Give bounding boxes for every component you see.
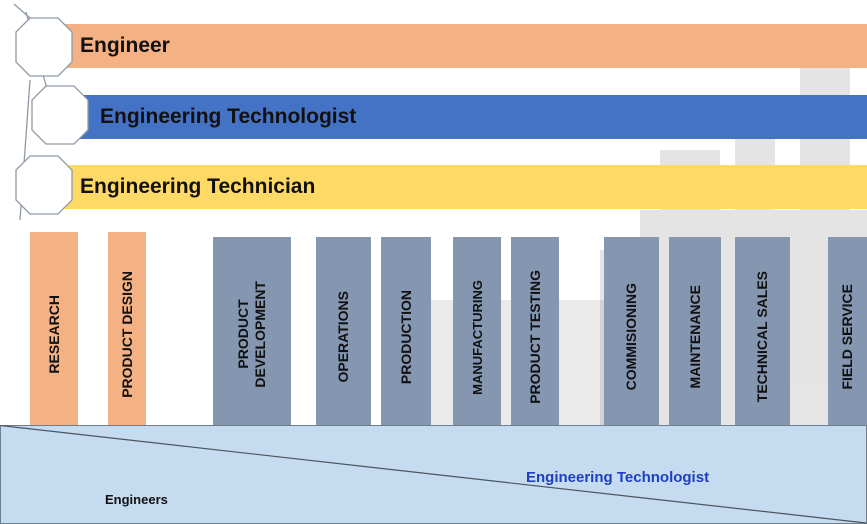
column-production-label: PRODUCTION xyxy=(397,289,414,385)
column-operations-label: OPERATIONS xyxy=(335,291,351,383)
column-manufacturing-label: MANUFACTURING xyxy=(469,279,485,395)
octagon-chain-icon xyxy=(13,3,89,221)
column-research-label: RESEARCH xyxy=(45,295,62,374)
column-maintenance: MAINTENANCE xyxy=(669,237,721,437)
column-product-testing-label: PRODUCT TESTING xyxy=(526,270,543,404)
transition-wedge xyxy=(0,425,867,524)
column-field-service: FIELD SERVICE xyxy=(828,237,867,437)
column-field-service-label: FIELD SERVICE xyxy=(839,284,855,390)
band-engineering-technologist: Engineering Technologist xyxy=(80,95,867,139)
band-engineering-technician: Engineering Technician xyxy=(60,165,867,209)
column-commisioning-label: COMMISIONING xyxy=(623,283,639,391)
column-maintenance-label: MAINTENANCE xyxy=(686,285,703,389)
column-product-development: PRODUCT DEVELOPMENT xyxy=(213,237,291,432)
band-engineer-label: Engineer xyxy=(80,34,170,57)
band-engineering-technologist-label: Engineering Technologist xyxy=(100,105,357,128)
band-engineer: Engineer xyxy=(60,24,867,68)
column-technical-sales-label: TECHNICAL SALES xyxy=(754,271,770,403)
column-research: RESEARCH xyxy=(30,232,78,437)
column-manufacturing: MANUFACTURING xyxy=(453,237,501,437)
wedge-bottom-label: Engineers xyxy=(105,492,168,507)
column-production: PRODUCTION xyxy=(381,237,431,437)
column-operations: OPERATIONS xyxy=(316,237,371,437)
column-product-design-label: PRODUCT DESIGN xyxy=(118,271,135,398)
column-commisioning: COMMISIONING xyxy=(604,237,659,437)
column-product-testing: PRODUCT TESTING xyxy=(511,237,559,437)
wedge-top-label: Engineering Technologist xyxy=(526,469,710,486)
column-product-development-label: PRODUCT DEVELOPMENT xyxy=(235,281,268,388)
band-engineering-technician-label: Engineering Technician xyxy=(80,175,316,198)
column-technical-sales: TECHNICAL SALES xyxy=(735,237,790,437)
column-product-design: PRODUCT DESIGN xyxy=(108,232,146,437)
